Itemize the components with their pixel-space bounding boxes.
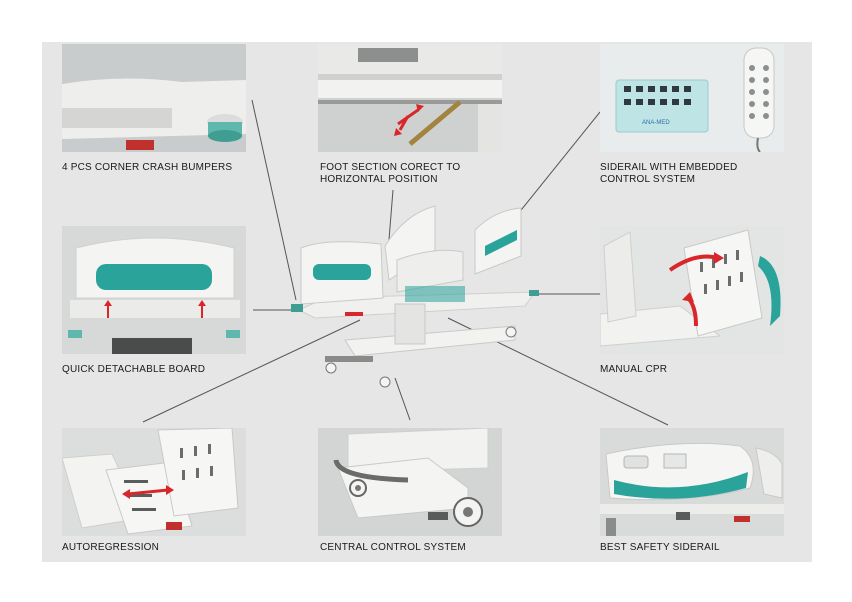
photo-quick-board	[62, 226, 246, 354]
photo-siderail-control: ANA-MED	[600, 44, 784, 152]
photo-manual-cpr	[600, 226, 784, 354]
label-quick-board: QUICK DETACHABLE BOARD	[62, 364, 206, 375]
photo-autoregression	[62, 428, 246, 536]
bed-illustration	[285, 200, 545, 390]
label-foot-section-line1: FOOT SECTION CORECT TO	[320, 162, 461, 173]
label-foot-section-line2: HORIZONTAL POSITION	[320, 174, 438, 185]
label-siderail-control-line2: CONTROL SYSTEM	[600, 174, 696, 185]
label-autoregression: AUTOREGRESSION	[62, 542, 160, 553]
label-manual-cpr: MANUAL CPR	[600, 364, 668, 375]
photo-central-control	[318, 428, 502, 536]
label-central-control: CENTRAL CONTROL SYSTEM	[320, 542, 466, 553]
photo-corner-bumpers	[62, 44, 246, 152]
label-best-siderail: BEST SAFETY SIDERAIL	[600, 542, 720, 553]
label-siderail-control-line1: SIDERAIL WITH EMBEDDED	[600, 162, 738, 173]
photo-best-siderail	[600, 428, 784, 536]
keypad-brand: ANA-MED	[642, 120, 670, 126]
label-corner-bumpers: 4 PCS CORNER CRASH BUMPERS	[62, 162, 233, 173]
photo-foot-section	[318, 44, 502, 152]
